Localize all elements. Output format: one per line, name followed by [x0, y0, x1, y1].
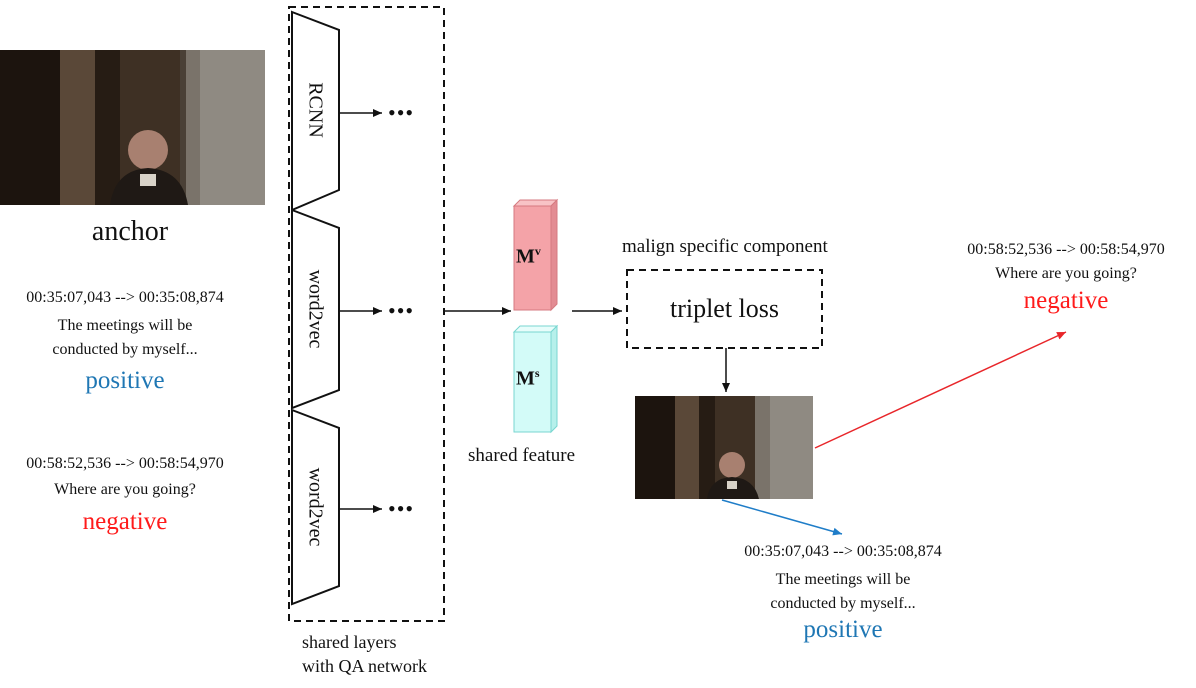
right-positive-line2: conducted by myself...	[770, 595, 916, 612]
right-positive-line1: The meetings will be	[775, 571, 911, 588]
negative-arrow	[814, 331, 1067, 449]
word2vec-encoder-shape-2	[291, 408, 340, 606]
positive-arrow	[721, 499, 843, 536]
triplet-loss-label: triplet loss	[669, 294, 780, 323]
shared-feature-label: shared feature	[468, 445, 576, 466]
ellipsis-2: •••	[388, 298, 415, 323]
anchor-frame-stack	[0, 50, 265, 205]
triplet-loss-box	[626, 269, 823, 349]
left-positive-line1: The meetings will be	[57, 317, 193, 334]
ellipsis-1: •••	[388, 100, 415, 125]
left-negative-timestamp: 00:58:52,536 --> 00:58:54,970	[26, 455, 224, 472]
word2vec-label-1: word2vec	[304, 269, 327, 349]
right-negative-timestamp: 00:58:52,536 --> 00:58:54,970	[967, 241, 1165, 258]
shared-layers-line2: with QA network	[302, 656, 427, 676]
left-positive-line2: conducted by myself...	[52, 341, 198, 358]
malign-component-title: malign specific component	[622, 236, 828, 257]
right-negative-label: negative	[1023, 287, 1109, 314]
mv-feature-block	[512, 198, 559, 312]
shared-layers-label: shared layers with QA network	[302, 630, 427, 678]
left-negative-line1: Where are you going?	[54, 481, 196, 498]
anchor-label: anchor	[91, 216, 169, 247]
output-frame	[635, 396, 813, 499]
output-frame-stack	[635, 396, 813, 499]
left-positive-label: positive	[85, 367, 165, 394]
rcnn-encoder-shape	[291, 10, 340, 212]
ms-label: Ms	[516, 366, 540, 390]
word2vec-label-2: word2vec	[304, 467, 327, 547]
ms-feature-block	[512, 324, 559, 434]
left-negative-label: negative	[82, 508, 168, 535]
anchor-frame	[0, 50, 265, 205]
word2vec-encoder-shape-1	[291, 208, 340, 410]
rcnn-label: RCNN	[304, 82, 327, 138]
right-positive-timestamp: 00:35:07,043 --> 00:35:08,874	[744, 543, 942, 560]
shared-layers-line1: shared layers	[302, 632, 397, 652]
right-negative-line1: Where are you going?	[995, 265, 1137, 282]
left-positive-timestamp: 00:35:07,043 --> 00:35:08,874	[26, 289, 224, 306]
right-positive-label: positive	[803, 616, 883, 643]
mv-label: Mv	[516, 244, 541, 268]
ellipsis-3: •••	[388, 496, 415, 521]
shared-layers-box	[288, 6, 445, 622]
